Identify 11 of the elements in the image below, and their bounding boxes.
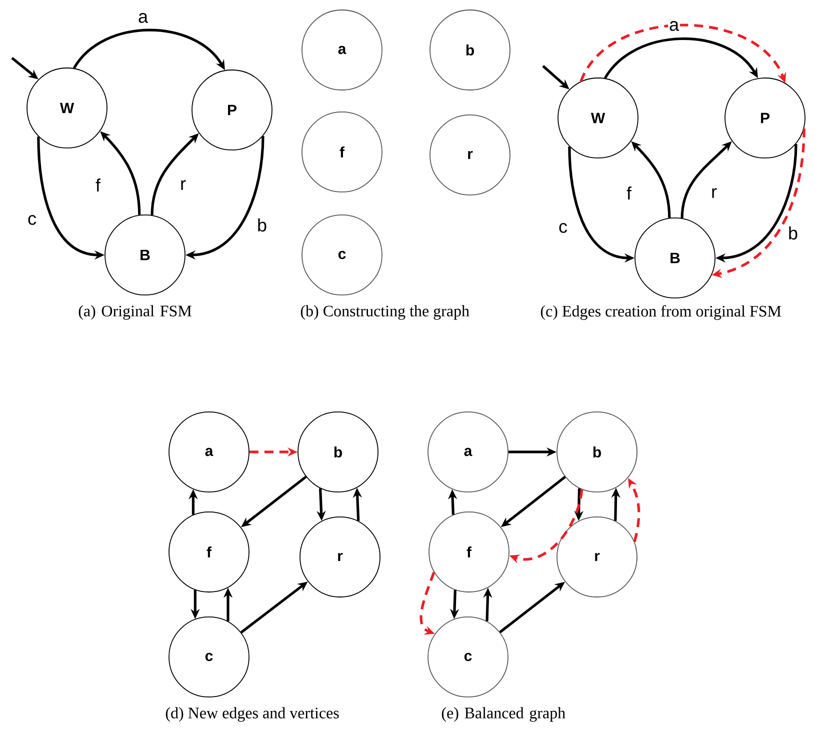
edge-label: r xyxy=(710,187,718,199)
edge-label: c xyxy=(558,222,568,234)
edge-label: f xyxy=(626,185,632,200)
arrow xyxy=(604,37,758,79)
edge-label: c xyxy=(26,214,38,226)
edge-label: a xyxy=(137,12,149,24)
edge-label: r xyxy=(179,179,187,191)
edge-label: b xyxy=(256,217,268,233)
edge-label: a xyxy=(668,20,680,32)
edge-label: b xyxy=(787,225,799,241)
edge-label: f xyxy=(94,177,102,192)
